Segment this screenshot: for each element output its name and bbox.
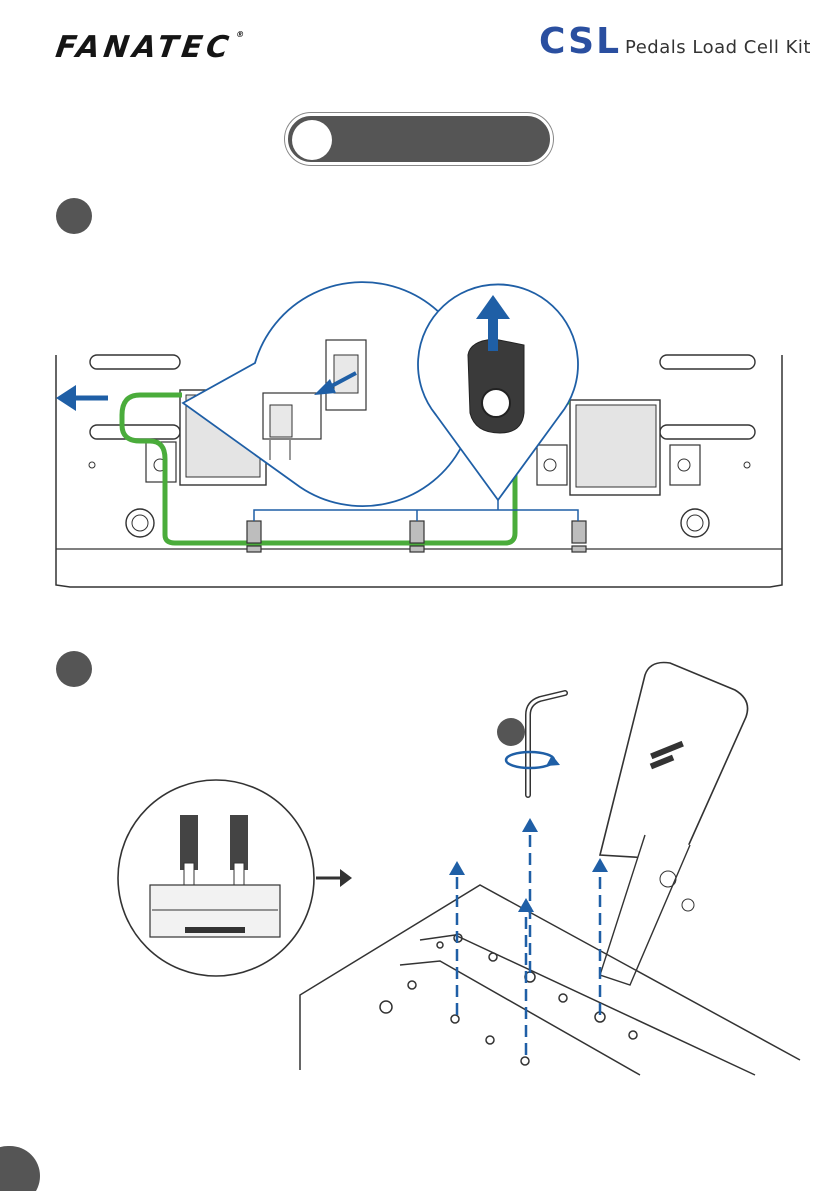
brand-name: FANATEC [54, 30, 235, 65]
pedal-rail [300, 885, 800, 1075]
allen-key-icon [528, 693, 565, 795]
cable-clips [247, 521, 586, 552]
product-series: CSL [539, 24, 621, 60]
brake-pedal [600, 663, 748, 986]
step-header-pill [285, 113, 553, 165]
cable-routing-illustration [0, 255, 839, 600]
rotate-icon [506, 752, 560, 768]
pedal-mounting-illustration [0, 655, 839, 1095]
pedal-stack-detail [118, 780, 314, 976]
clip-bracket [254, 500, 578, 521]
arrow-icon [56, 385, 108, 411]
fanatec-logo: FANATEC® [54, 30, 249, 65]
arrow-icon [316, 869, 352, 887]
tool-step-marker [497, 718, 525, 746]
page-number-tab [0, 1146, 40, 1191]
registered-mark: ® [235, 30, 248, 39]
right-rails [660, 355, 755, 439]
step-marker-1 [56, 198, 92, 234]
screw-arrows [449, 818, 608, 1055]
product-title: CSL Pedals Load Cell Kit [539, 24, 811, 60]
step-number-circle [292, 120, 332, 160]
product-subtitle: Pedals Load Cell Kit [625, 37, 811, 58]
